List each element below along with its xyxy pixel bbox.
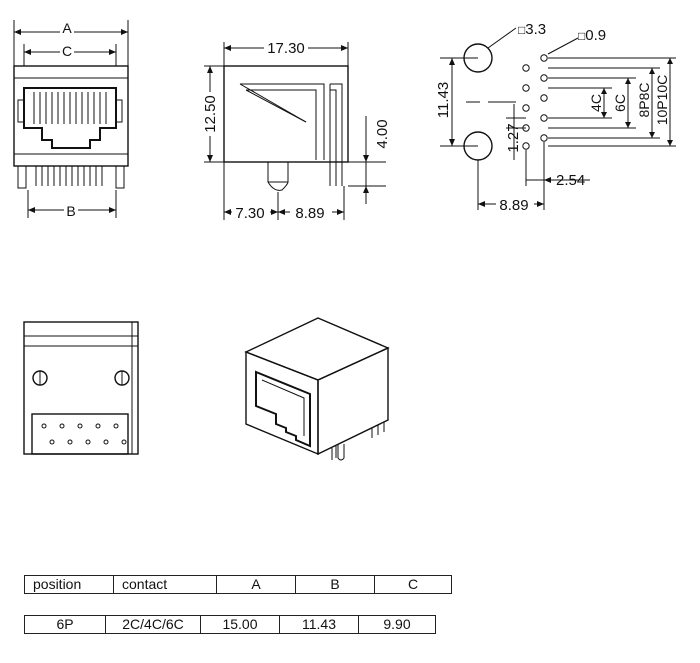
cell-contact: 2C/4C/6C — [105, 615, 201, 634]
cell-c: 9.90 — [358, 615, 436, 634]
dim-offset-left-label: 7.30 — [235, 205, 264, 222]
bottom-view — [23, 321, 139, 455]
header-a: A — [216, 575, 296, 594]
spec-table-row: 6P 2C/4C/6C 15.00 11.43 9.90 — [24, 615, 436, 634]
pcb-footprint: □3.3 □0.9 11.43 — [434, 21, 676, 214]
label-6c: 6C — [612, 94, 628, 112]
front-view: A C — [13, 20, 129, 219]
dim-c-label: C — [62, 43, 72, 59]
label-8p8c: 8P8C — [636, 82, 652, 117]
label-10p10c: 10P10C — [654, 75, 670, 126]
header-c: C — [374, 575, 452, 594]
dim-row-spacing-label: 11.43 — [435, 82, 452, 118]
header-position: position — [24, 575, 114, 594]
header-b: B — [295, 575, 375, 594]
dim-a-label: A — [62, 20, 72, 36]
hole-small-label: □0.9 — [578, 27, 606, 44]
dim-width-label: 17.30 — [267, 40, 305, 57]
dim-pin-pitch-label: 1.27 — [505, 123, 522, 152]
side-view: 17.30 12.50 4.00 7. — [202, 40, 391, 222]
cell-a: 15.00 — [200, 615, 280, 634]
cell-b: 11.43 — [279, 615, 359, 634]
label-4c: 4C — [588, 94, 604, 112]
cell-position: 6P — [24, 615, 106, 634]
dim-height-label: 12.50 — [202, 95, 219, 133]
dim-b-label: B — [66, 203, 75, 219]
header-contact: contact — [113, 575, 217, 594]
dim-row-offset-label: 2.54 — [556, 172, 585, 189]
spec-table-header: position contact A B C — [24, 575, 452, 594]
isometric-view — [244, 317, 390, 461]
hole-large-label: □3.3 — [518, 21, 546, 38]
dim-pin-length-label: 4.00 — [374, 119, 391, 148]
dim-hole-x-label: 8.89 — [499, 197, 528, 214]
table-row: 6P 2C/4C/6C 15.00 11.43 9.90 — [24, 615, 436, 634]
dim-offset-right-label: 8.89 — [295, 205, 324, 222]
table-row: position contact A B C — [24, 575, 452, 594]
